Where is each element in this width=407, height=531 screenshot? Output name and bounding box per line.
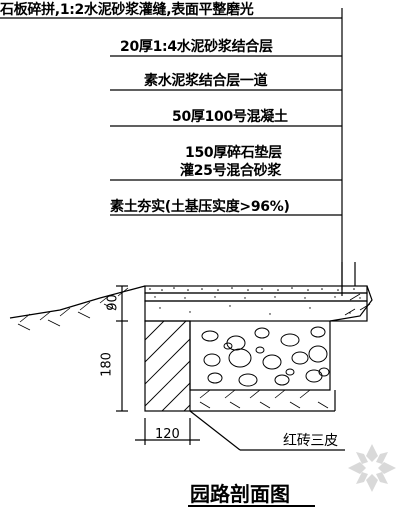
brick-leader (189, 410, 241, 451)
ground-slope-left (9, 285, 146, 319)
gravel-stones (201, 326, 330, 387)
watermark-logo-icon (348, 444, 396, 492)
brick-edge (144, 320, 191, 412)
stone-layer (144, 285, 368, 294)
concrete-layer (144, 300, 368, 322)
surface-stipple (149, 287, 361, 315)
dimension-top-layers: 90 (105, 294, 121, 311)
callout-stone-surface: 石板碎拼,1:2水泥砂浆灌缝,表面平整磨光 (0, 2, 254, 18)
callout-gravel-bed: 150厚碎石垫层 (185, 145, 282, 161)
brick-label: 红砖三皮 (283, 433, 338, 449)
dimension-brick-height: 180 (99, 352, 115, 377)
soil-hatch (17, 287, 371, 409)
brick-hatch (144, 320, 191, 412)
mortar-layer (144, 292, 368, 302)
callout-mortar-layer: 20厚1:4水泥砂浆结合层 (120, 39, 273, 55)
ground-right (329, 285, 373, 322)
dimension-brick-width: 120 (155, 427, 180, 442)
callout-compacted-soil: 素土夯实(土基压实度>96%) (110, 199, 290, 215)
drawing-title: 园路剖面图 (190, 482, 290, 506)
callout-cement-slurry: 素水泥浆结合层一道 (144, 73, 268, 89)
callout-concrete: 50厚100号混凝土 (172, 109, 288, 125)
callout-grout: 灌25号混合砂浆 (180, 163, 282, 179)
